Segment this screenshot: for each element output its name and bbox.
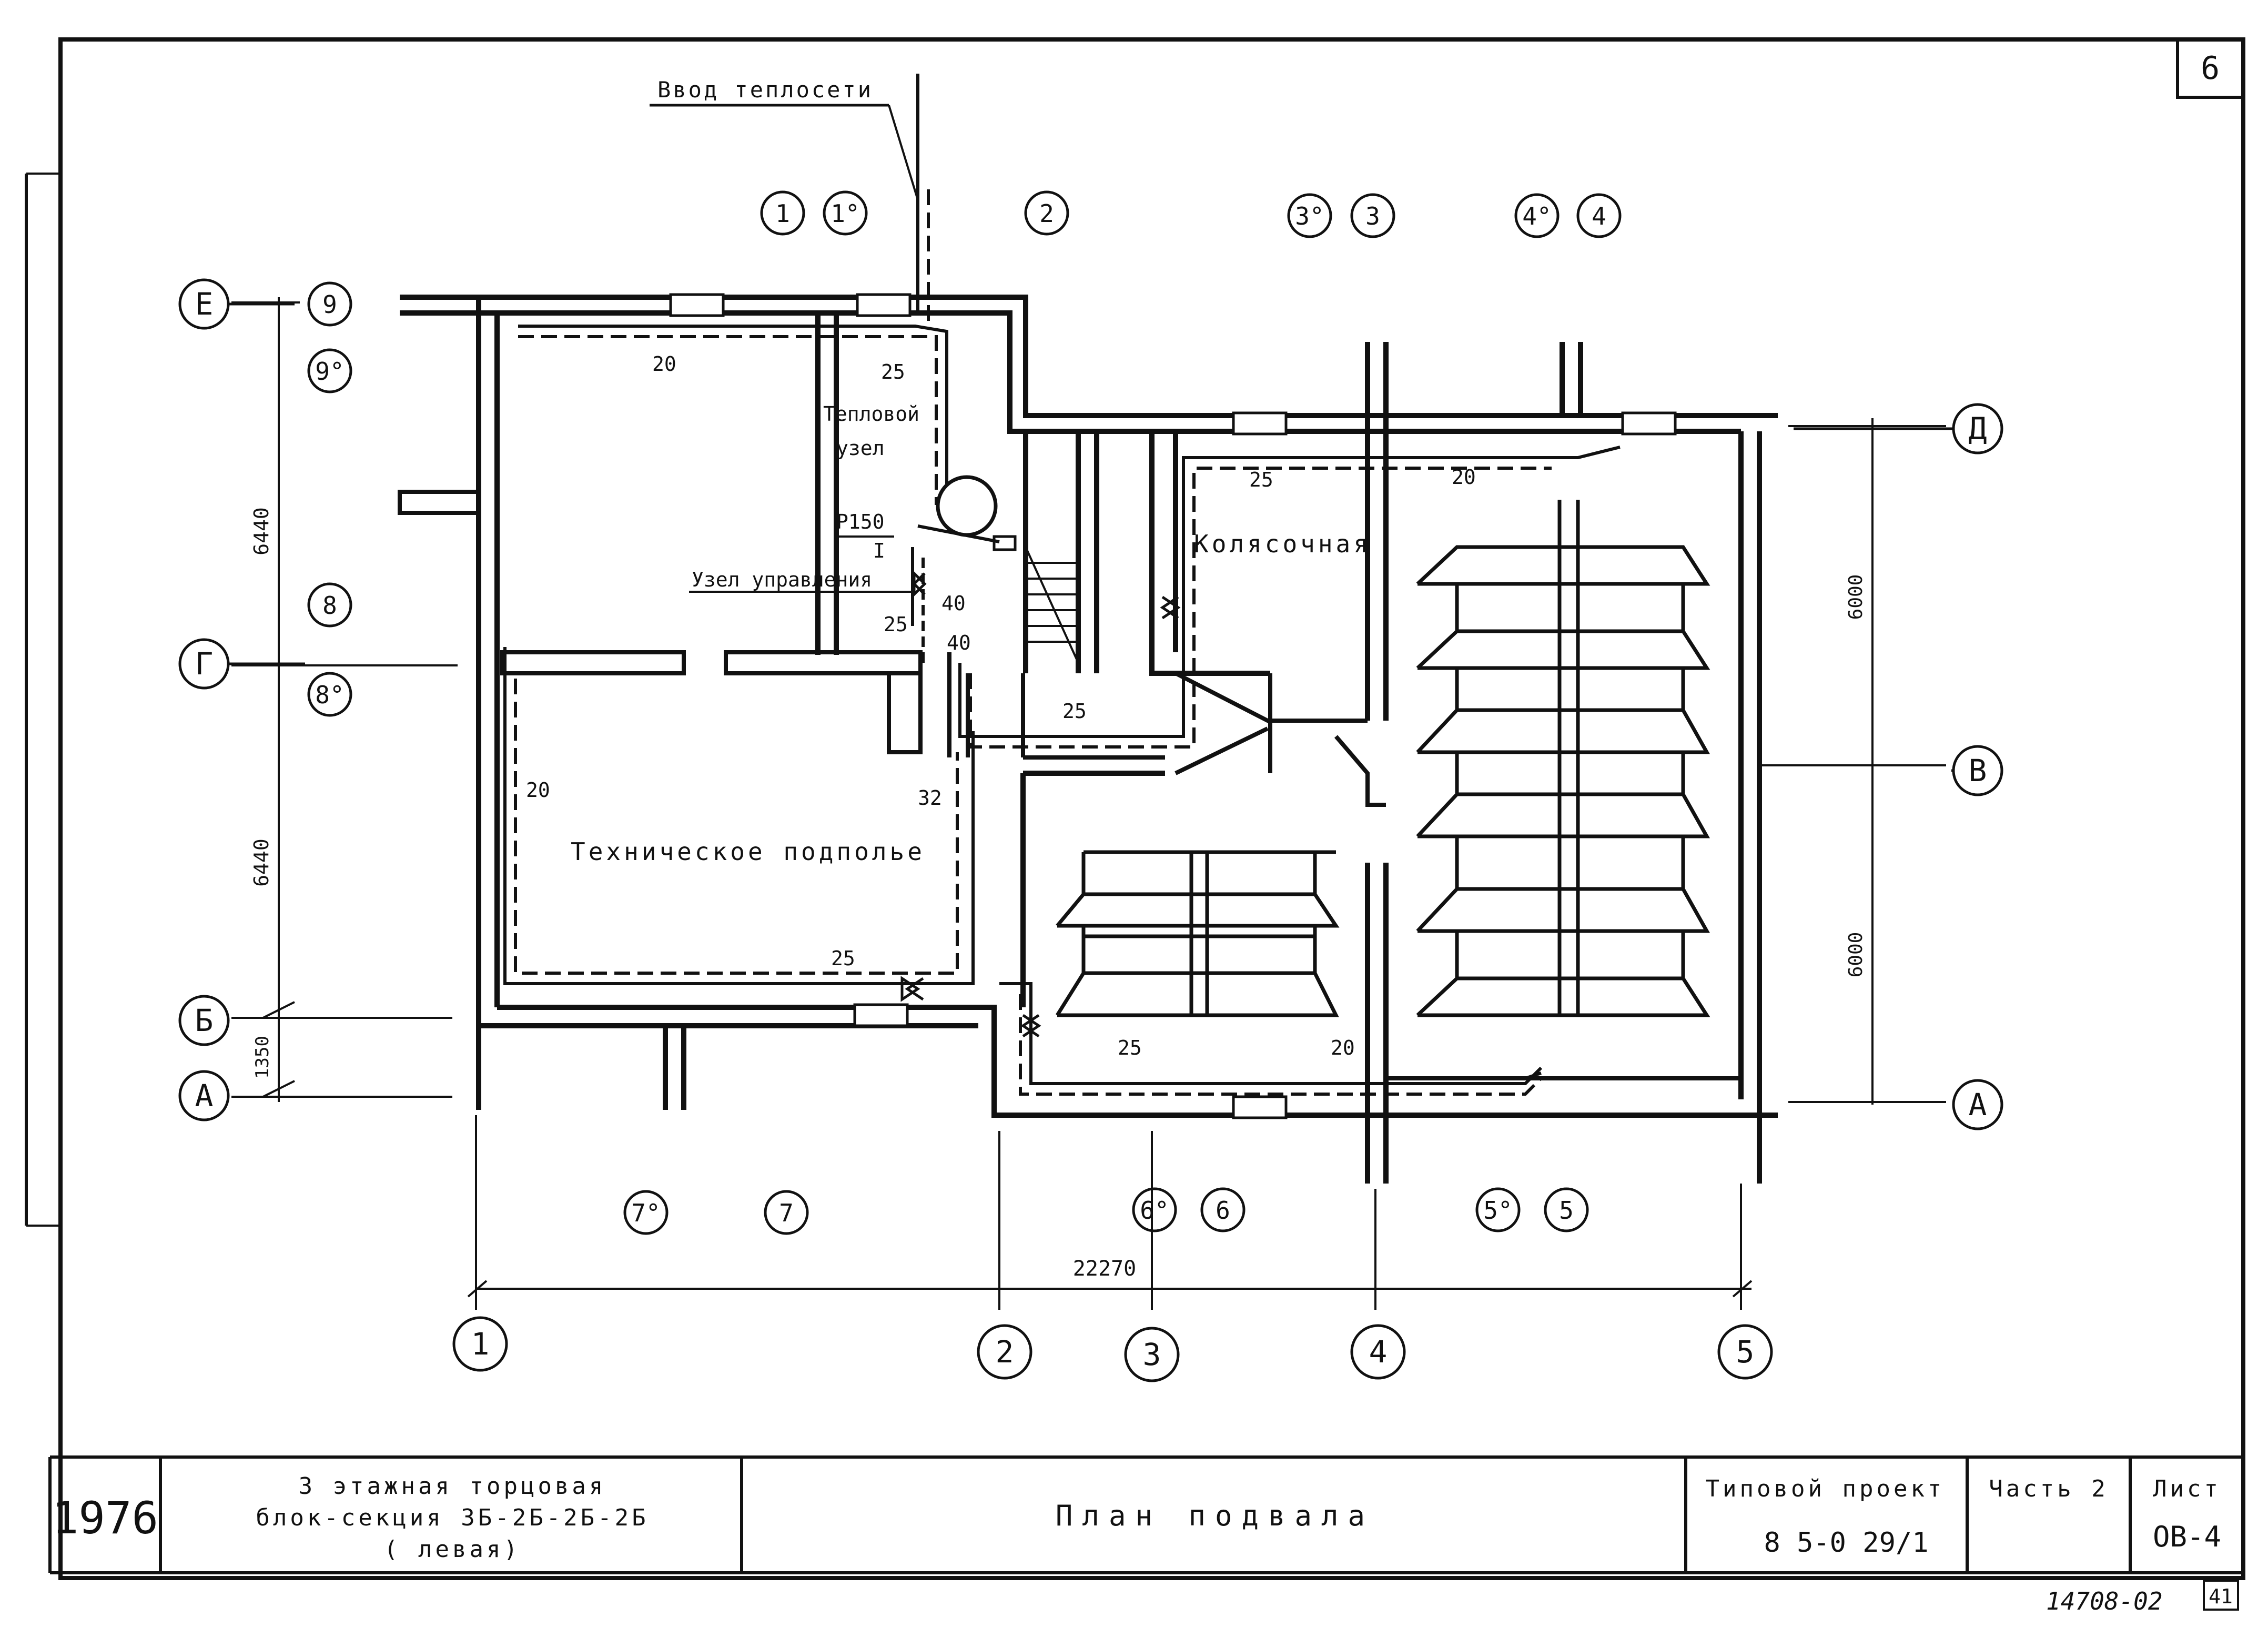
section-mark: 8 [322, 591, 337, 620]
axis-label-3: 3 [1143, 1337, 1161, 1372]
sheet-frame [25, 37, 2245, 1580]
heat-entry-label: Ввод теплосети [657, 77, 873, 103]
section-mark: 4 [1592, 202, 1606, 230]
heat-node-label-line1: Тепловой [823, 402, 919, 426]
axis-label-V: В [1969, 753, 1987, 788]
dim-left-small: 1350 [252, 1036, 273, 1079]
pipe-size-label: 40 [947, 631, 971, 654]
sheet-number: 6 [2201, 50, 2220, 87]
dim-left-lower: 6440 [250, 838, 273, 887]
axis-label-D: Д [1969, 411, 1987, 447]
footer-mark: 41 [2209, 1585, 2233, 1608]
section-mark: 3 [1365, 202, 1380, 230]
dim-right-upper: 6000 [1845, 574, 1867, 620]
vent-openings [669, 293, 1677, 1119]
section-mark: 1° [831, 199, 859, 228]
dim-right-lower: 6000 [1845, 932, 1867, 978]
tech-underfloor-label: Техническое подполье [571, 837, 925, 866]
storage-cells [1056, 500, 1710, 1017]
heat-exchanger-symbol [936, 475, 998, 537]
axis-label-E: Е [195, 286, 214, 322]
section-mark: 5 [1559, 1196, 1574, 1225]
section-mark: 9 [322, 290, 337, 319]
section-mark: 8° [315, 681, 344, 709]
drawing-title: План подвала [1056, 1499, 1374, 1532]
pipe-size-label: 32 [918, 786, 942, 810]
partitions [398, 490, 1741, 1080]
axis-letter-bubbles [178, 278, 2003, 1130]
section-mark: 7 [779, 1199, 794, 1227]
pipe-size-label: 25 [1118, 1036, 1142, 1059]
pipe-size-label: 25 [1249, 468, 1273, 491]
section-mark: 2 [1039, 199, 1054, 228]
dim-bottom-total: 22270 [1073, 1257, 1136, 1281]
section-mark: 9° [315, 357, 344, 386]
pipe-size-label: 20 [1331, 1036, 1355, 1059]
axis-label-A-right: А [1969, 1087, 1987, 1123]
pipe-size-label: 25 [884, 613, 908, 636]
control-node-label: Узел управления [692, 568, 872, 591]
project-number: 8 5-0 29/1 [1764, 1527, 1928, 1559]
section-mark: 3° [1295, 202, 1324, 230]
axis-label-1: 1 [471, 1326, 490, 1362]
pipe-size-label: 20 [526, 778, 550, 802]
project-label: Типовой проект [1706, 1475, 1945, 1502]
pipe-ref-label: Р150 [836, 510, 885, 533]
pipe-size-labels: 20 25 40 25 40 25 32 20 25 25 20 25 20 [526, 352, 1476, 1059]
part-label: Часть 2 [1989, 1475, 2108, 1502]
sheet-code: ОВ-4 [2153, 1520, 2221, 1553]
section-mark: 6 [1216, 1196, 1230, 1225]
title-desc-line1: 3 этажная торцовая [299, 1473, 606, 1500]
valves [900, 535, 1181, 1038]
stroller-room-label: Колясочная [1194, 530, 1371, 558]
title-block-frame [48, 1455, 2243, 1574]
heat-node-label-line2: узел [836, 437, 885, 460]
section-mark-labels: 1 1° 2 3° 3 4° 4 9 9° 8 8° 7° 7 6° 6 5° … [315, 199, 1606, 1227]
section-mark: 4° [1522, 202, 1551, 230]
axis-label-5: 5 [1736, 1334, 1755, 1370]
pipe-size-label: 20 [652, 352, 676, 376]
pipe-size-label: 25 [881, 360, 905, 383]
pipe-size-label: 25 [1062, 700, 1087, 723]
pipe-size-label: 20 [1452, 466, 1476, 489]
axis-label-A-left: А [195, 1078, 214, 1114]
axis-number-bubbles [452, 1316, 1773, 1382]
footer-code: 14708-02 [2046, 1587, 2163, 1615]
section-mark: 7° [631, 1199, 660, 1227]
pipe-ref-sub: I [873, 539, 885, 562]
pipe-size-label: 25 [831, 947, 855, 970]
title-desc-line3: ( левая) [384, 1536, 521, 1563]
axis-label-2: 2 [996, 1334, 1014, 1370]
dimension-lines [231, 297, 1946, 1310]
dim-left-upper: 6440 [250, 507, 273, 555]
axis-label-B: Б [195, 1003, 214, 1038]
title-desc-line2: блок-секция 3Б-2Б-2Б-2Б [256, 1504, 649, 1531]
footer-mark-box [2203, 1580, 2239, 1611]
building-walls [400, 295, 1778, 1184]
axis-label-4: 4 [1369, 1334, 1388, 1370]
pipe-size-label: 40 [941, 592, 966, 615]
section-mark: 6° [1140, 1196, 1169, 1225]
heating-pipes [503, 74, 1621, 1096]
staircase [1025, 547, 1079, 663]
section-mark: 1 [775, 199, 790, 228]
section-mark-circles [307, 190, 1622, 1235]
sheet-label: Лист [2153, 1475, 2221, 1502]
section-mark: 5° [1483, 1196, 1512, 1225]
title-year: 1976 [52, 1492, 158, 1544]
axis-label-G: Г [195, 646, 214, 682]
